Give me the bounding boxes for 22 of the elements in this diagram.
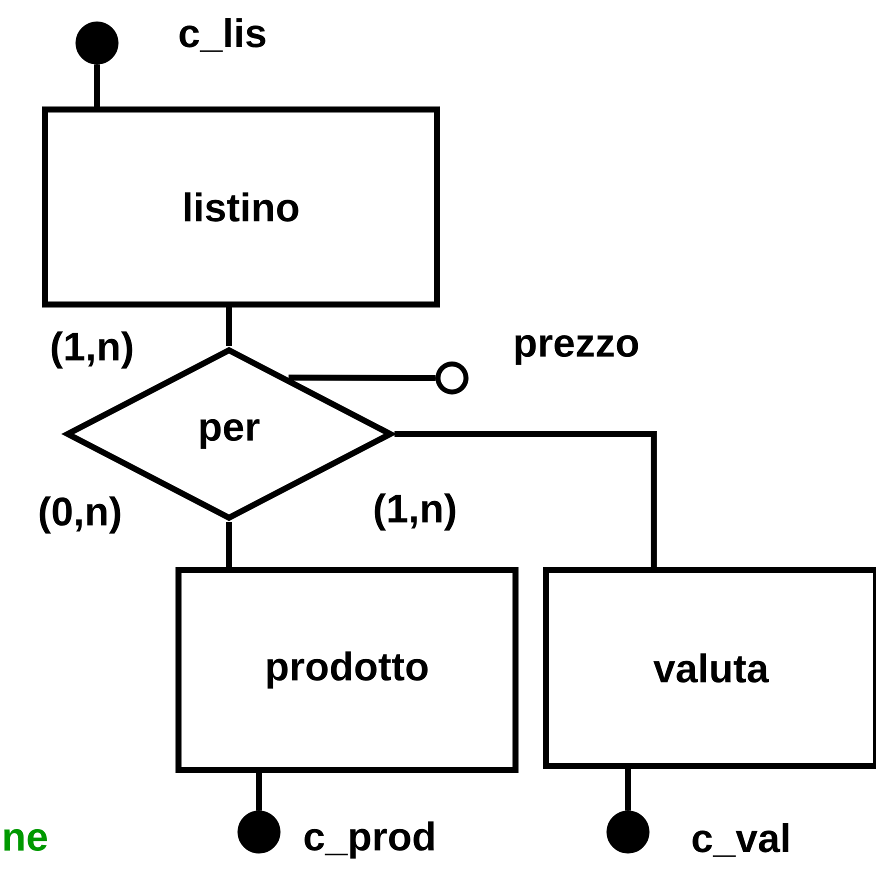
- cardinality-label: (1,n): [52, 331, 132, 369]
- connector-line: [226, 522, 232, 567]
- connector-line: [288, 374, 436, 381]
- attribute-name: c_lis: [180, 18, 266, 52]
- connector-line: [226, 308, 232, 346]
- attribute-circle: [436, 362, 468, 394]
- connector-line: [625, 769, 631, 810]
- attribute-name: c_prod: [304, 821, 434, 859]
- connector-line: [394, 431, 657, 567]
- connector-line: [256, 773, 262, 810]
- attribute-name: c_val: [692, 823, 788, 857]
- note-text: ne: [4, 829, 47, 851]
- attribute-dot: [76, 22, 118, 64]
- cardinality-label: (0,n): [40, 496, 120, 534]
- entity-box: listino: [42, 106, 440, 308]
- entity-box: valuta: [543, 567, 876, 769]
- attribute-dot: [238, 810, 280, 854]
- connector-line: [94, 64, 100, 106]
- entity-box: prodotto: [176, 567, 518, 773]
- attribute-name: prezzo: [516, 335, 638, 365]
- cardinality-label: (1,n): [374, 493, 456, 531]
- attribute-dot: [606, 810, 650, 854]
